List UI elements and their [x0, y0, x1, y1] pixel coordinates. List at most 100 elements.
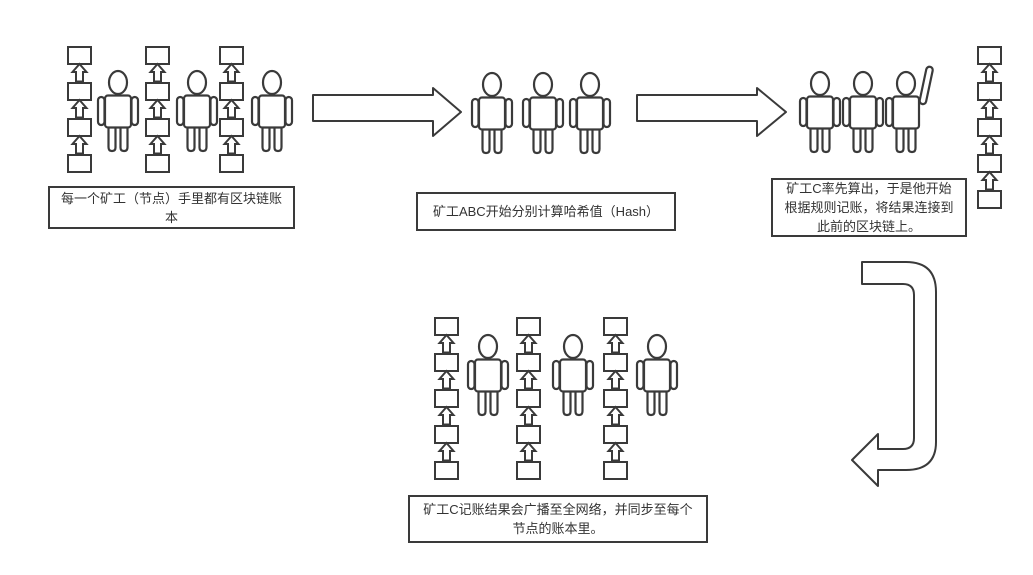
head-icon: [481, 71, 503, 98]
miner-figure: [96, 69, 140, 153]
leg-left-icon: [261, 124, 271, 153]
block-icon: [977, 46, 1002, 65]
up-arrow-icon: [222, 62, 241, 83]
blockchain-ledger: [603, 317, 628, 480]
head-icon: [646, 333, 668, 360]
up-arrow-icon: [606, 369, 625, 390]
arm-left-icon: [175, 95, 185, 127]
miner-figure: [250, 69, 294, 153]
miner-figure-raising-hand: [884, 65, 934, 154]
up-arrow-icon: [437, 441, 456, 462]
blockchain-ledger: [977, 46, 1002, 209]
block-icon: [977, 154, 1002, 173]
block-icon: [434, 425, 459, 444]
block-icon: [977, 82, 1002, 101]
blockchain-ledger: [219, 46, 244, 173]
miner-figure: [470, 71, 514, 155]
body-icon: [642, 358, 672, 393]
arrow-step2-to-step3-icon: [636, 87, 787, 137]
blockchain-ledger: [145, 46, 170, 173]
arm-left-icon: [521, 97, 531, 129]
block-icon: [145, 118, 170, 137]
arm-left-icon: [635, 359, 645, 391]
up-arrow-icon: [70, 98, 89, 119]
head-icon: [579, 71, 601, 98]
leg-right-icon: [544, 126, 554, 155]
leg-right-icon: [658, 388, 668, 417]
up-arrow-icon: [437, 333, 456, 354]
leg-right-icon: [907, 125, 917, 154]
up-arrow-icon: [222, 98, 241, 119]
arrow-step3-to-step4-icon: [851, 261, 937, 487]
arm-left-icon: [466, 359, 476, 391]
arm-right-icon: [500, 359, 510, 391]
body-icon: [477, 96, 507, 131]
step-3-caption: 矿工C率先算出，于是他开始根据规则记账，将结果连接到此前的区块链上。: [771, 178, 967, 237]
step-1-caption: 每一个矿工（节点）手里都有区块链账本: [48, 186, 295, 229]
arm-left-icon: [250, 95, 260, 127]
block-icon: [219, 154, 244, 173]
up-arrow-icon: [519, 405, 538, 426]
arm-left-icon: [841, 96, 851, 128]
leg-left-icon: [562, 388, 572, 417]
arm-right-icon: [602, 97, 612, 129]
up-arrow-icon: [70, 134, 89, 155]
arm-right-icon: [504, 97, 514, 129]
block-icon: [67, 82, 92, 101]
block-icon: [977, 190, 1002, 209]
block-icon: [145, 46, 170, 65]
body-icon: [848, 95, 878, 130]
leg-right-icon: [198, 124, 208, 153]
miner-figure: [175, 69, 219, 153]
leg-left-icon: [477, 388, 487, 417]
block-icon: [67, 118, 92, 137]
up-arrow-icon: [606, 441, 625, 462]
up-arrow-icon: [519, 441, 538, 462]
arm-right-icon: [209, 95, 219, 127]
blockchain-ledger: [434, 317, 459, 480]
arm-left-icon: [470, 97, 480, 129]
step-2-caption: 矿工ABC开始分别计算哈希值（Hash）: [416, 192, 676, 231]
leg-left-icon: [852, 125, 862, 154]
leg-left-icon: [895, 125, 905, 154]
blockchain-ledger: [67, 46, 92, 173]
block-icon: [603, 461, 628, 480]
leg-right-icon: [591, 126, 601, 155]
leg-right-icon: [489, 388, 499, 417]
body-icon: [558, 358, 588, 393]
leg-right-icon: [821, 125, 831, 154]
arm-right-icon: [555, 97, 565, 129]
arm-left-icon: [551, 359, 561, 391]
arm-raised-icon: [918, 65, 934, 106]
miner-figure: [635, 333, 679, 417]
arm-right-icon: [284, 95, 294, 127]
leg-left-icon: [809, 125, 819, 154]
block-icon: [603, 425, 628, 444]
leg-left-icon: [646, 388, 656, 417]
block-icon: [67, 154, 92, 173]
miner-figure: [551, 333, 595, 417]
block-icon: [434, 317, 459, 336]
arm-left-icon: [884, 96, 894, 128]
head-icon: [477, 333, 499, 360]
up-arrow-icon: [980, 62, 999, 83]
up-arrow-icon: [519, 333, 538, 354]
miner-figure: [841, 70, 885, 154]
block-icon: [603, 389, 628, 408]
head-icon: [186, 69, 208, 96]
body-icon: [103, 94, 133, 129]
block-icon: [516, 389, 541, 408]
head-icon: [261, 69, 283, 96]
leg-left-icon: [532, 126, 542, 155]
body-icon: [575, 96, 605, 131]
block-icon: [516, 425, 541, 444]
block-icon: [434, 461, 459, 480]
up-arrow-icon: [519, 369, 538, 390]
up-arrow-icon: [222, 134, 241, 155]
block-icon: [219, 46, 244, 65]
block-icon: [516, 461, 541, 480]
blockchain-ledger: [516, 317, 541, 480]
block-icon: [219, 82, 244, 101]
